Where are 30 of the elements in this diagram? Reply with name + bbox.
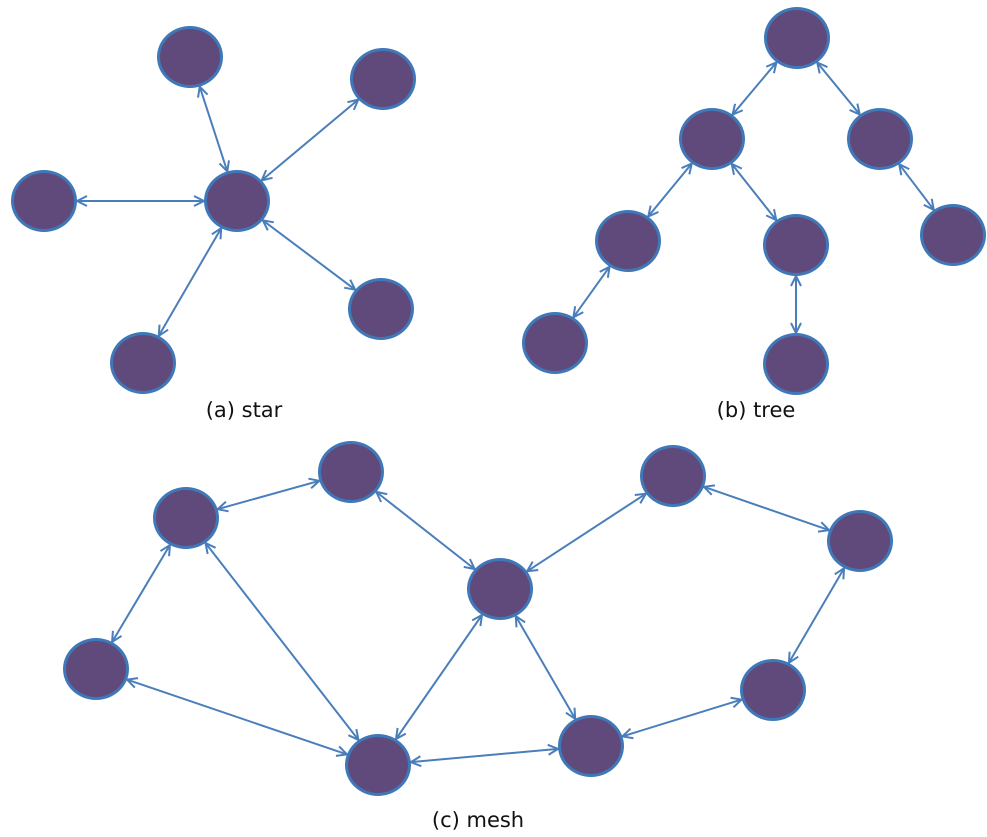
double-arrow [375, 490, 476, 570]
double-arrow [76, 195, 205, 207]
network-node [679, 108, 745, 170]
double-arrow [816, 62, 861, 116]
double-arrow [216, 478, 320, 512]
double-arrow [410, 744, 560, 768]
double-arrow [126, 677, 348, 757]
double-arrow [621, 696, 743, 740]
double-arrow [526, 492, 647, 572]
panel-caption: (a) star [206, 398, 282, 422]
double-arrow [732, 61, 778, 116]
double-arrow [158, 227, 222, 337]
panel-caption: (b) tree [716, 398, 796, 422]
double-arrow [647, 162, 693, 218]
double-arrow [702, 484, 830, 533]
double-arrow [197, 86, 230, 172]
double-arrow [204, 542, 360, 741]
double-arrow [260, 98, 360, 182]
double-arrow [395, 614, 483, 740]
double-arrow [790, 275, 802, 334]
double-arrow [572, 266, 611, 318]
double-arrow [262, 219, 356, 291]
double-arrow [111, 544, 171, 643]
network-node [467, 558, 533, 620]
network-node [204, 170, 270, 232]
panel-caption: (c) mesh [432, 808, 524, 832]
double-arrow [514, 615, 576, 720]
double-arrow [788, 567, 846, 664]
double-arrow [898, 163, 935, 211]
double-arrow [730, 162, 778, 222]
